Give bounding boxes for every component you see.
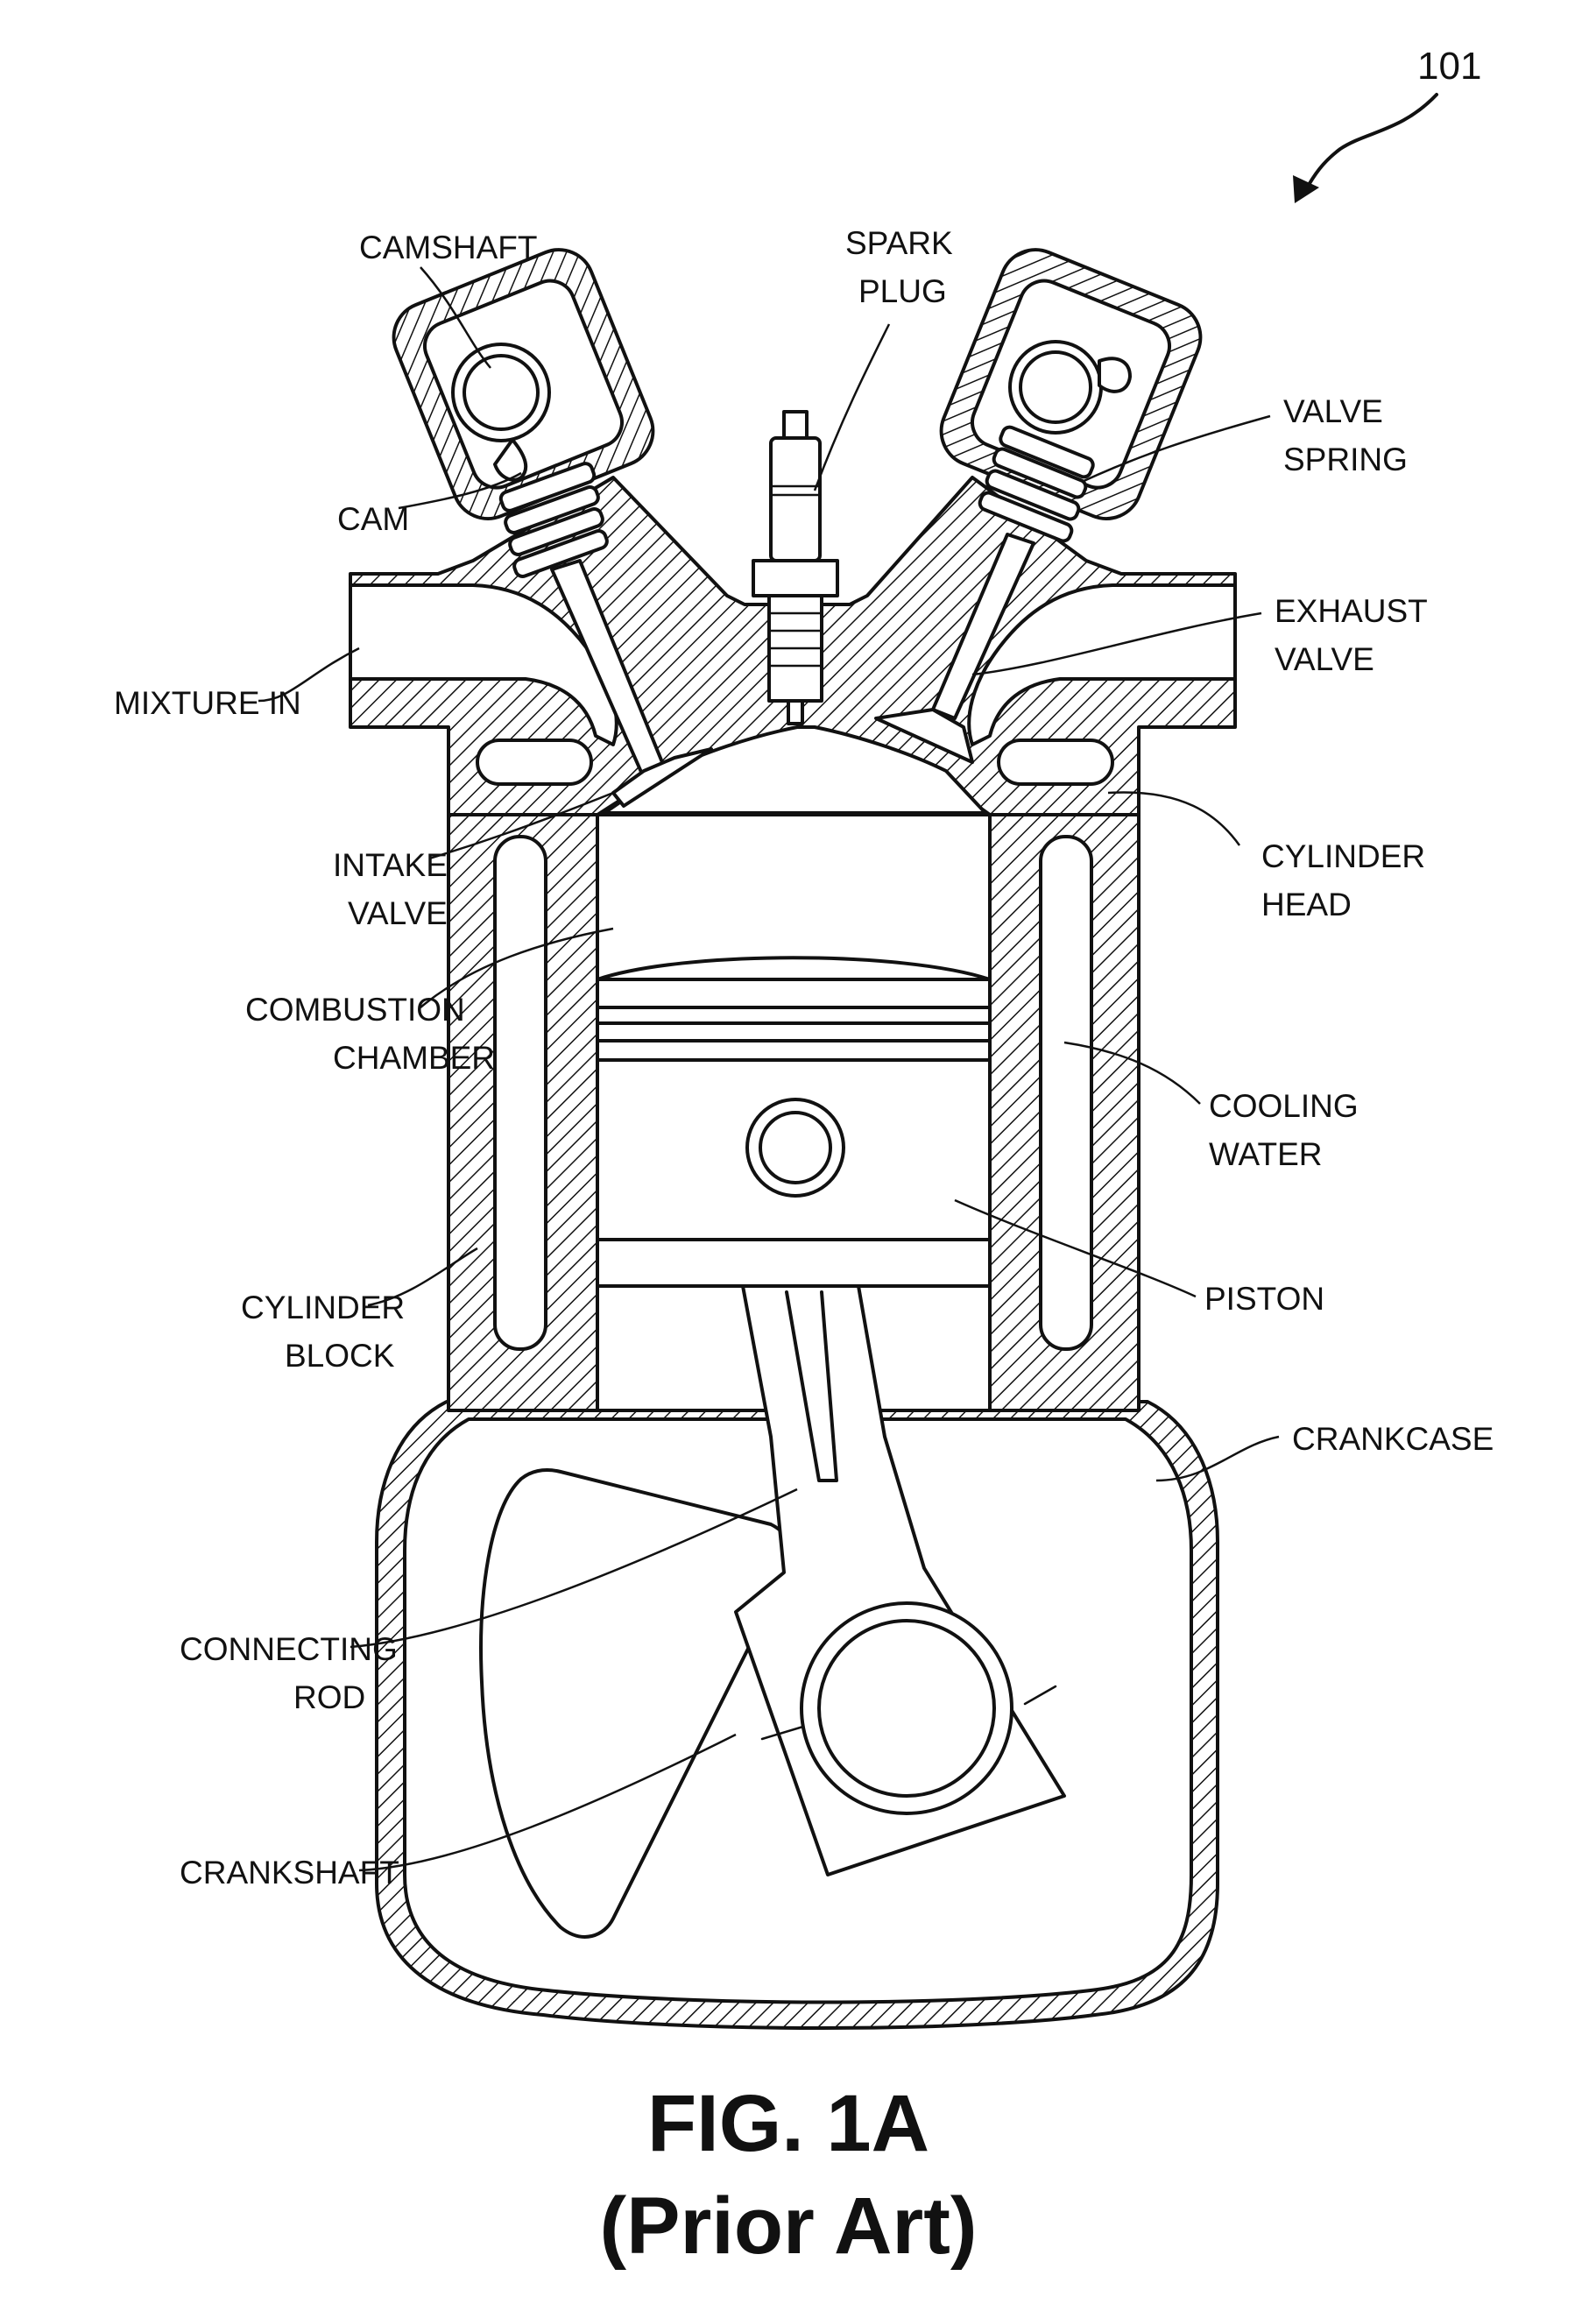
cooling-water-passage-left (495, 837, 546, 1349)
reference-arrow (1305, 95, 1437, 191)
label-exhaust-valve-line1: EXHAUST (1275, 593, 1428, 629)
leader-spark-plug (815, 324, 889, 491)
label-cooling-water-line1: COOLING (1209, 1088, 1359, 1124)
label-intake-valve-line1: INTAKE (333, 847, 448, 883)
label-valve-spring-line1: VALVE (1283, 393, 1383, 429)
label-combustion-chamber-line2: CHAMBER (333, 1040, 495, 1076)
label-spark-plug-line1: SPARK (845, 225, 953, 261)
label-connecting-rod-line2: ROD (293, 1679, 365, 1715)
label-connecting-rod-line1: CONNECTING (180, 1631, 398, 1667)
label-valve-spring-line2: SPRING (1283, 442, 1408, 477)
cooling-water-passage-right (1041, 837, 1091, 1349)
exhaust-cam-lobe (1099, 358, 1130, 392)
label-intake-valve-line2: VALVE (348, 895, 448, 931)
intake-camshaft (453, 344, 549, 441)
label-cylinder-head-line2: HEAD (1261, 887, 1352, 922)
label-combustion-chamber-line1: COMBUSTION (245, 992, 465, 1028)
label-cylinder-head-line1: CYLINDER (1261, 838, 1425, 874)
label-piston: PISTON (1204, 1281, 1324, 1317)
figure-caption-note: (Prior Art) (599, 2181, 977, 2271)
reference-arrowhead-icon (1293, 175, 1319, 203)
figure-caption: FIG. 1A (647, 2079, 929, 2168)
head-coolant-pocket-right (999, 740, 1112, 784)
label-crankcase: CRANKCASE (1292, 1421, 1494, 1457)
label-cylinder-block-line1: CYLINDER (241, 1290, 405, 1325)
label-mixture-in: MIXTURE IN (114, 685, 301, 721)
label-cooling-water-line2: WATER (1209, 1136, 1322, 1172)
head-coolant-pocket-left (477, 740, 591, 784)
reference-numeral: 101 (1417, 45, 1481, 88)
crank-pin (802, 1603, 1012, 1813)
exhaust-camshaft (1010, 342, 1101, 433)
label-spark-plug-line2: PLUG (858, 273, 947, 309)
label-cam: CAM (337, 501, 409, 537)
label-camshaft: CAMSHAFT (359, 230, 538, 265)
label-exhaust-valve-line2: VALVE (1275, 641, 1374, 677)
label-crankshaft: CRANKSHAFT (180, 1855, 399, 1891)
label-cylinder-block-line2: BLOCK (285, 1338, 395, 1374)
